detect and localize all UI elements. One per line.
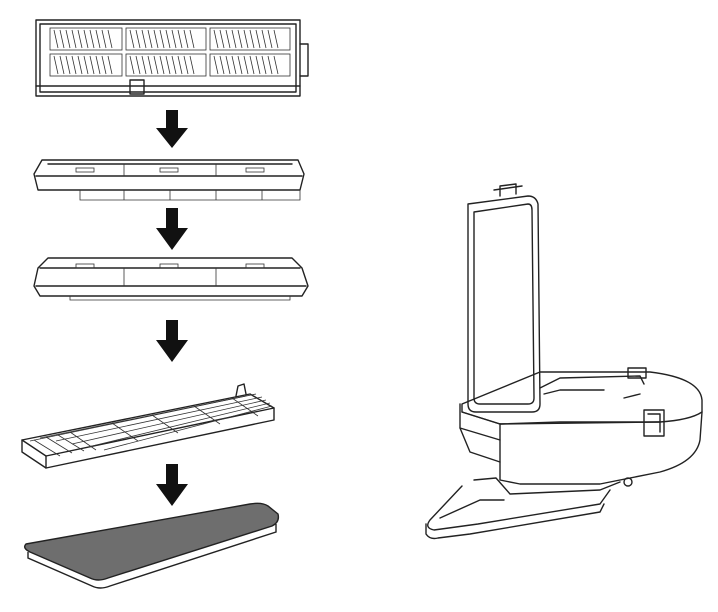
hepa-filter-illustration	[21, 383, 275, 469]
down-arrow-icon	[156, 320, 188, 362]
down-arrow-icon	[156, 464, 188, 506]
filter-frame-bottom-illustration	[33, 257, 309, 301]
filter-housing-illustration	[35, 19, 309, 97]
down-arrow-icon	[156, 110, 188, 148]
sponge-filter-illustration	[23, 502, 280, 589]
down-arrow-icon	[156, 208, 188, 250]
filter-frame-top-illustration	[33, 159, 305, 201]
dustbin-open-lid-illustration	[425, 183, 703, 540]
